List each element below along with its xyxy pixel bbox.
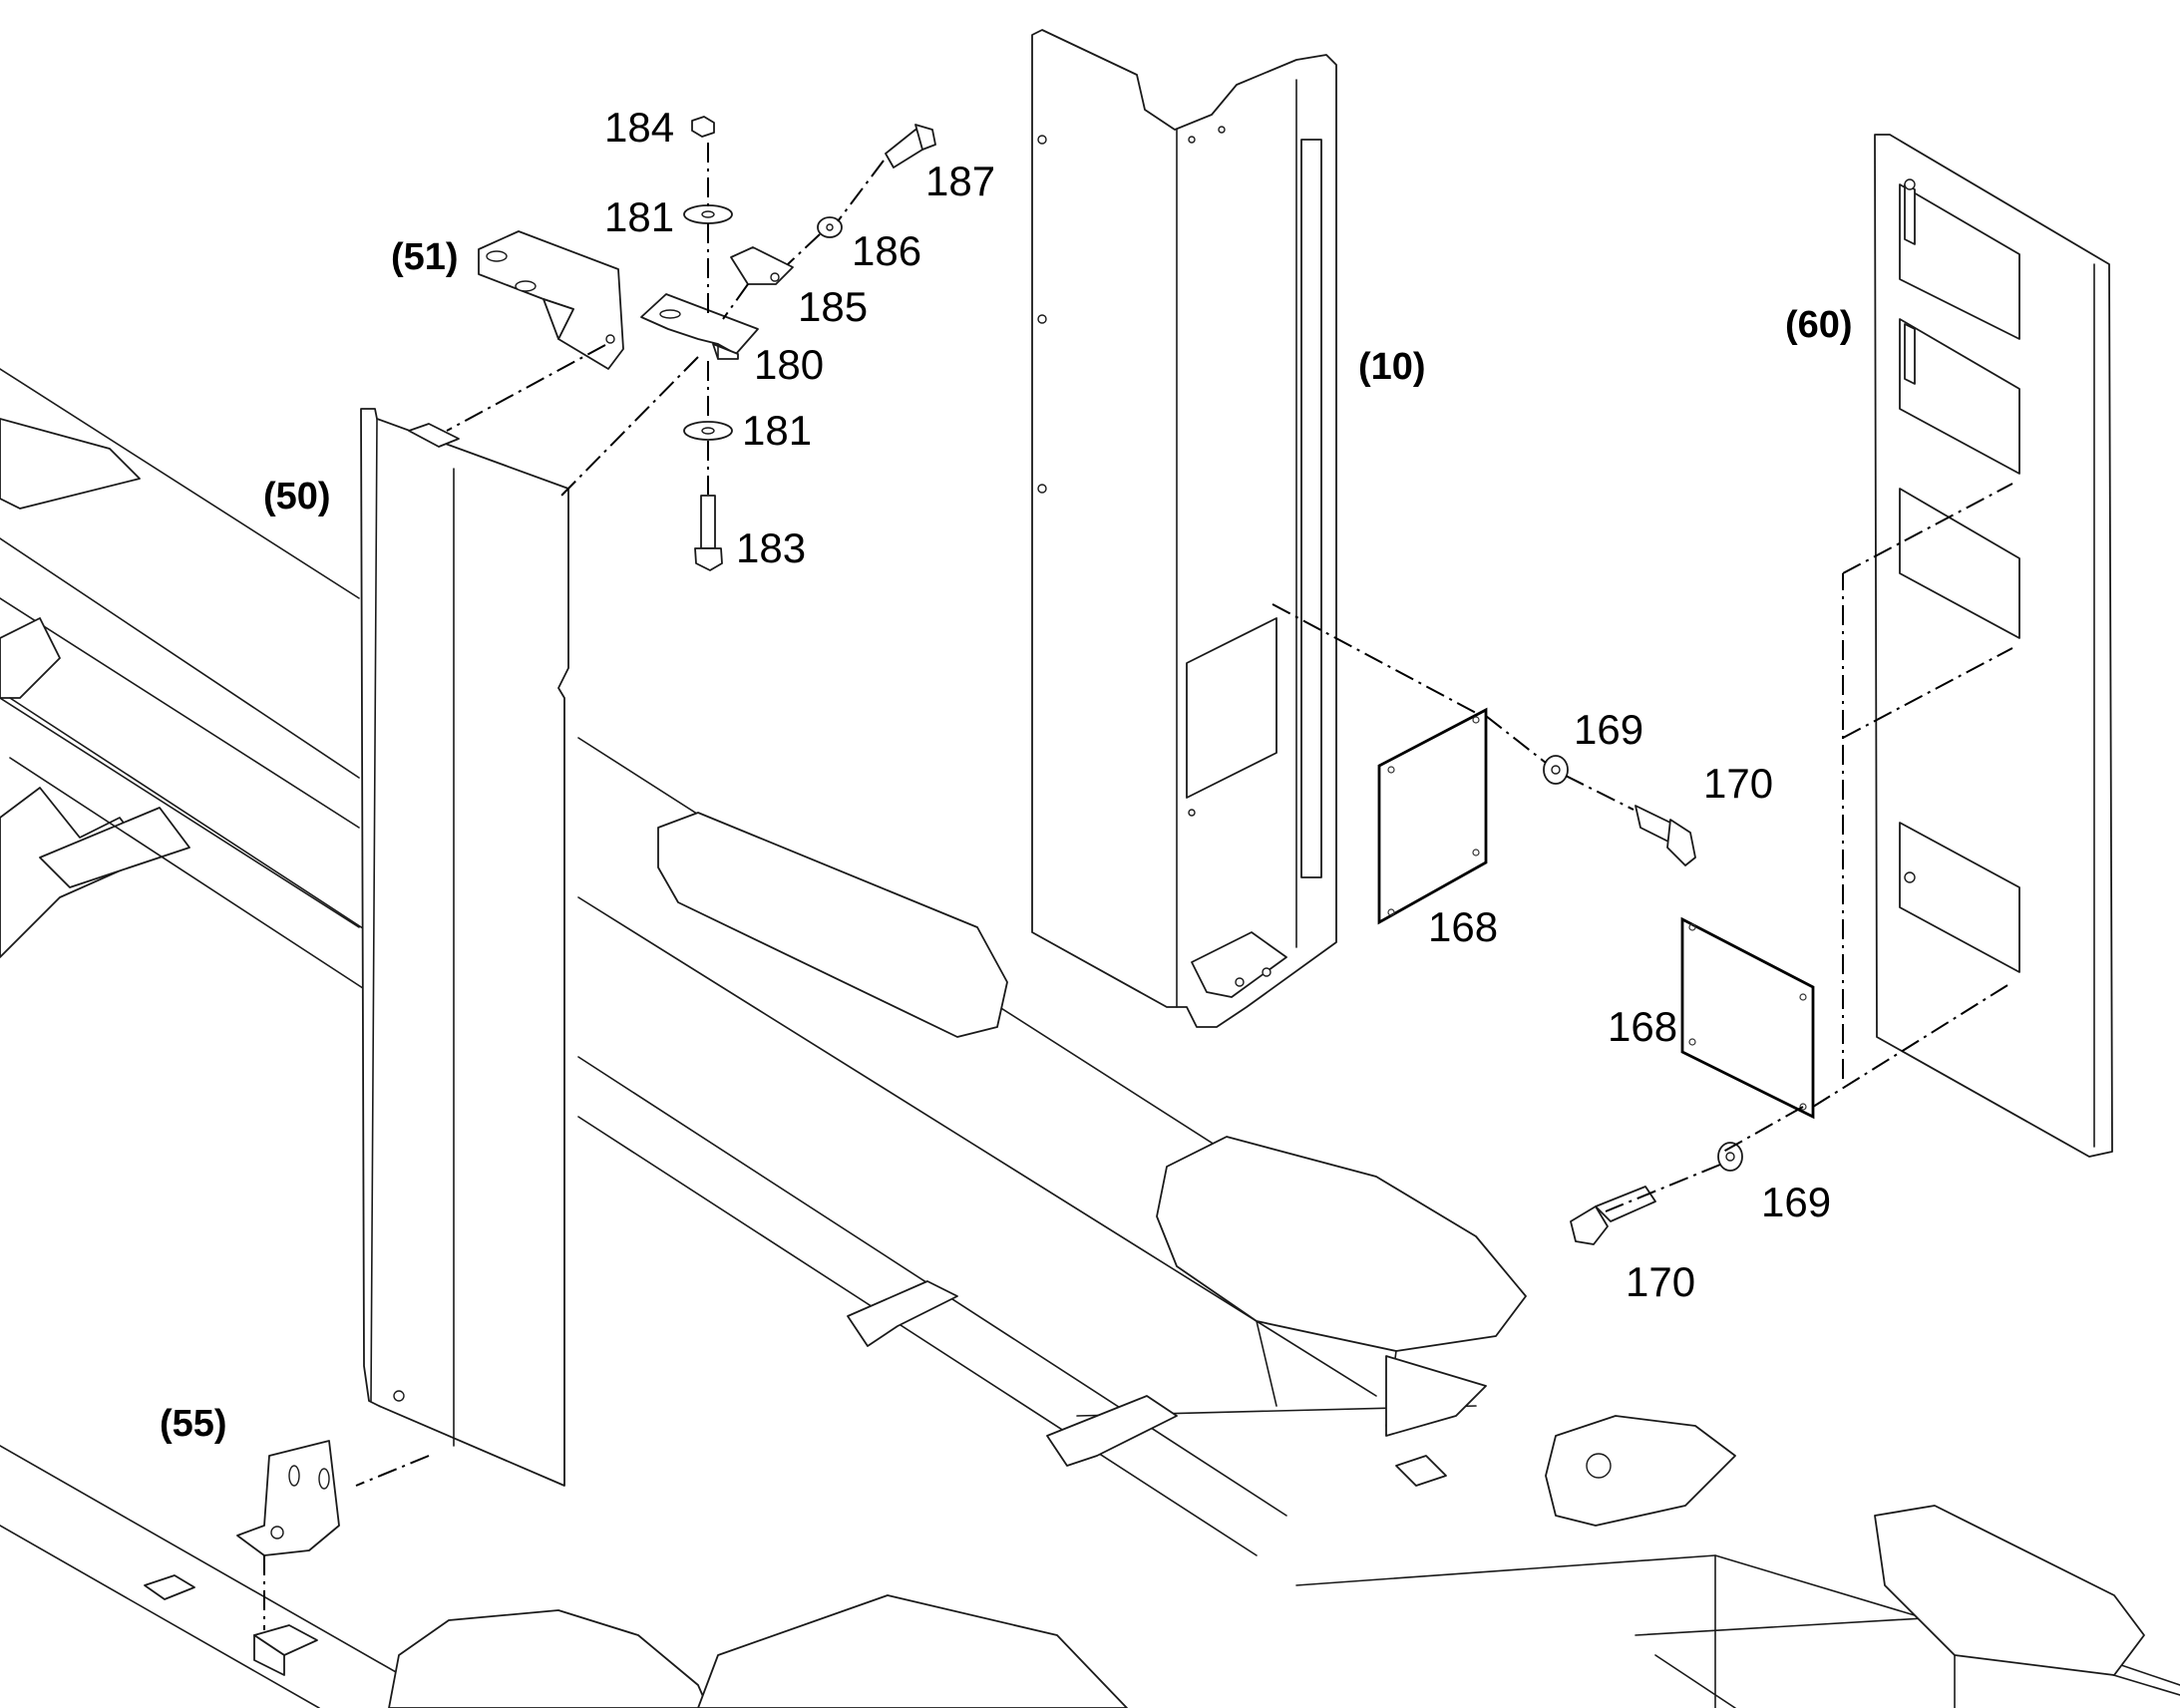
group-label-10: (10) xyxy=(1358,346,1426,388)
callout-180: 180 xyxy=(754,341,824,388)
panel-10 xyxy=(1031,29,1337,1028)
callout-181-top: 181 xyxy=(604,193,674,240)
callout-168-top: 168 xyxy=(1428,903,1498,950)
part-number-labels: 184 181 187 186 185 180 181 183 169 170 … xyxy=(160,104,1853,1445)
group-label-55: (55) xyxy=(160,1403,227,1445)
callout-170-top: 170 xyxy=(1703,760,1773,807)
callout-169-top: 169 xyxy=(1574,706,1643,753)
callout-181-bottom: 181 xyxy=(742,407,812,454)
hardware-top-cluster xyxy=(640,116,936,571)
group-label-50: (50) xyxy=(263,476,331,517)
panel-60 xyxy=(1874,134,2113,1158)
callout-187: 187 xyxy=(925,158,995,204)
callout-183: 183 xyxy=(736,524,806,571)
callout-186: 186 xyxy=(852,227,921,274)
bracket-55 xyxy=(236,1440,340,1556)
bracket-51 xyxy=(478,230,624,370)
hardware-right-cluster xyxy=(1377,707,1815,1245)
callout-170-bottom: 170 xyxy=(1626,1258,1695,1305)
callout-169-bottom: 169 xyxy=(1761,1179,1831,1225)
chassis-frame xyxy=(0,368,2180,1708)
callout-185: 185 xyxy=(798,283,868,330)
callout-184: 184 xyxy=(604,104,674,151)
assembly-centerlines xyxy=(263,143,2013,1630)
group-label-51: (51) xyxy=(391,236,459,278)
group-label-60: (60) xyxy=(1785,304,1853,346)
panel-50 xyxy=(360,408,569,1487)
callout-168-bottom: 168 xyxy=(1608,1003,1677,1050)
